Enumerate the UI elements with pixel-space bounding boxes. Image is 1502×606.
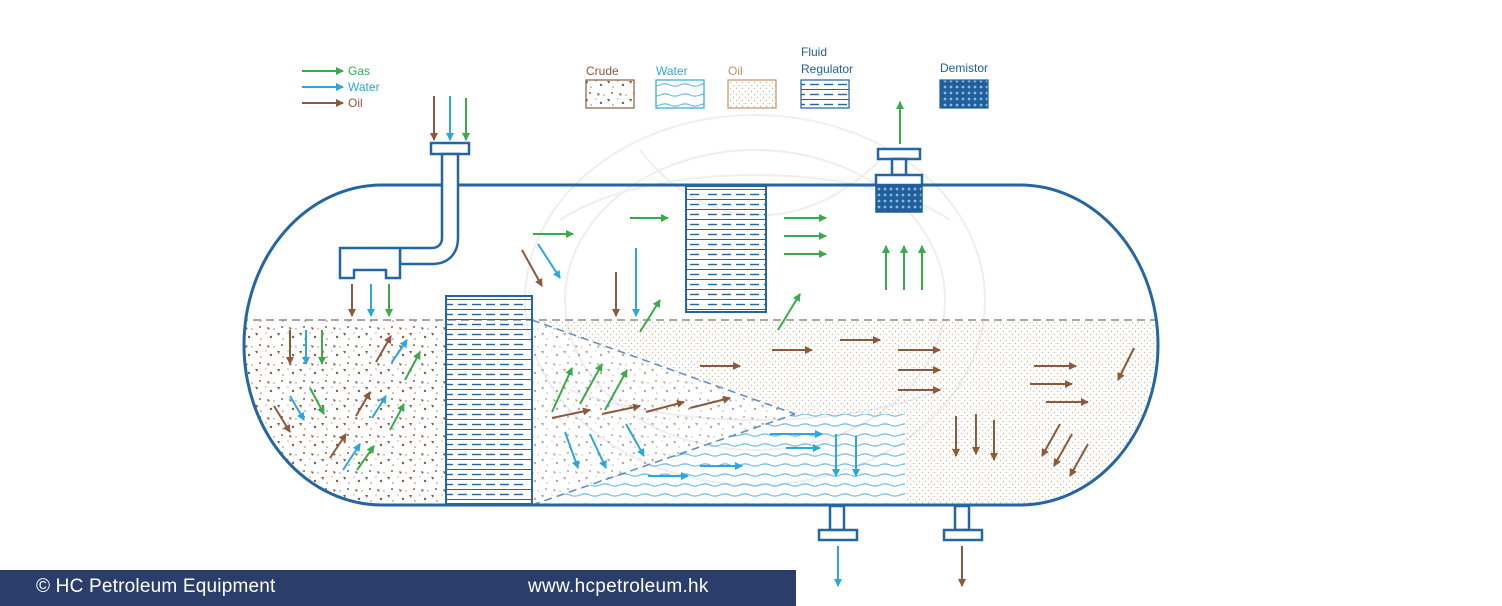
legend-water: Water	[302, 80, 380, 94]
copyright-text: © HC Petroleum Equipment	[36, 576, 276, 597]
legend-gas: Gas	[302, 64, 370, 78]
legend-water-label: Water	[348, 80, 380, 94]
oil-outlet	[942, 504, 984, 542]
legend-demistor-swatch	[939, 79, 989, 109]
legend-regulator-label-2: Regulator	[801, 62, 853, 76]
website-link[interactable]: www.hcpetroleum.hk	[528, 576, 709, 597]
legend-oil-swatch	[727, 79, 777, 109]
legend-water-swatch	[655, 79, 705, 109]
legend-gas-label: Gas	[348, 64, 370, 78]
legend-oil-label: Oil	[348, 96, 363, 110]
oil-crude-interface	[531, 319, 796, 415]
water-outlet	[817, 504, 859, 542]
upper-fluid-regulator	[685, 185, 767, 313]
oil-flow-arrows	[273, 96, 1135, 587]
footer-bar: © HC Petroleum Equipment www.hcpetroleum…	[0, 570, 796, 606]
water-flow-arrows	[289, 96, 860, 587]
water-crude-interface	[531, 413, 796, 505]
legend-crude-swatch	[585, 79, 635, 109]
crude-zone	[244, 320, 446, 505]
demistor	[875, 184, 923, 213]
inlet-pipe	[338, 141, 471, 280]
lower-fluid-regulator	[445, 295, 533, 505]
vessel-outline	[242, 183, 1160, 507]
legend-crude-label: Crude	[586, 64, 619, 78]
legend-oil: Oil	[302, 96, 363, 110]
legend-water-fill-label: Water	[656, 64, 688, 78]
legend-demistor-label: Demistor	[940, 61, 988, 75]
legend-oil-fill-label: Oil	[728, 64, 743, 78]
fill-legend: Crude Water Oil Fluid Regulator Demistor	[585, 45, 989, 109]
gas-flow-arrows	[309, 98, 926, 471]
legend-regulator-swatch	[800, 79, 850, 109]
water-zone	[532, 414, 905, 505]
flow-legend: Gas Water Oil	[302, 64, 380, 110]
oil-zone	[532, 320, 1158, 505]
legend-regulator-label-1: Fluid	[801, 45, 827, 59]
